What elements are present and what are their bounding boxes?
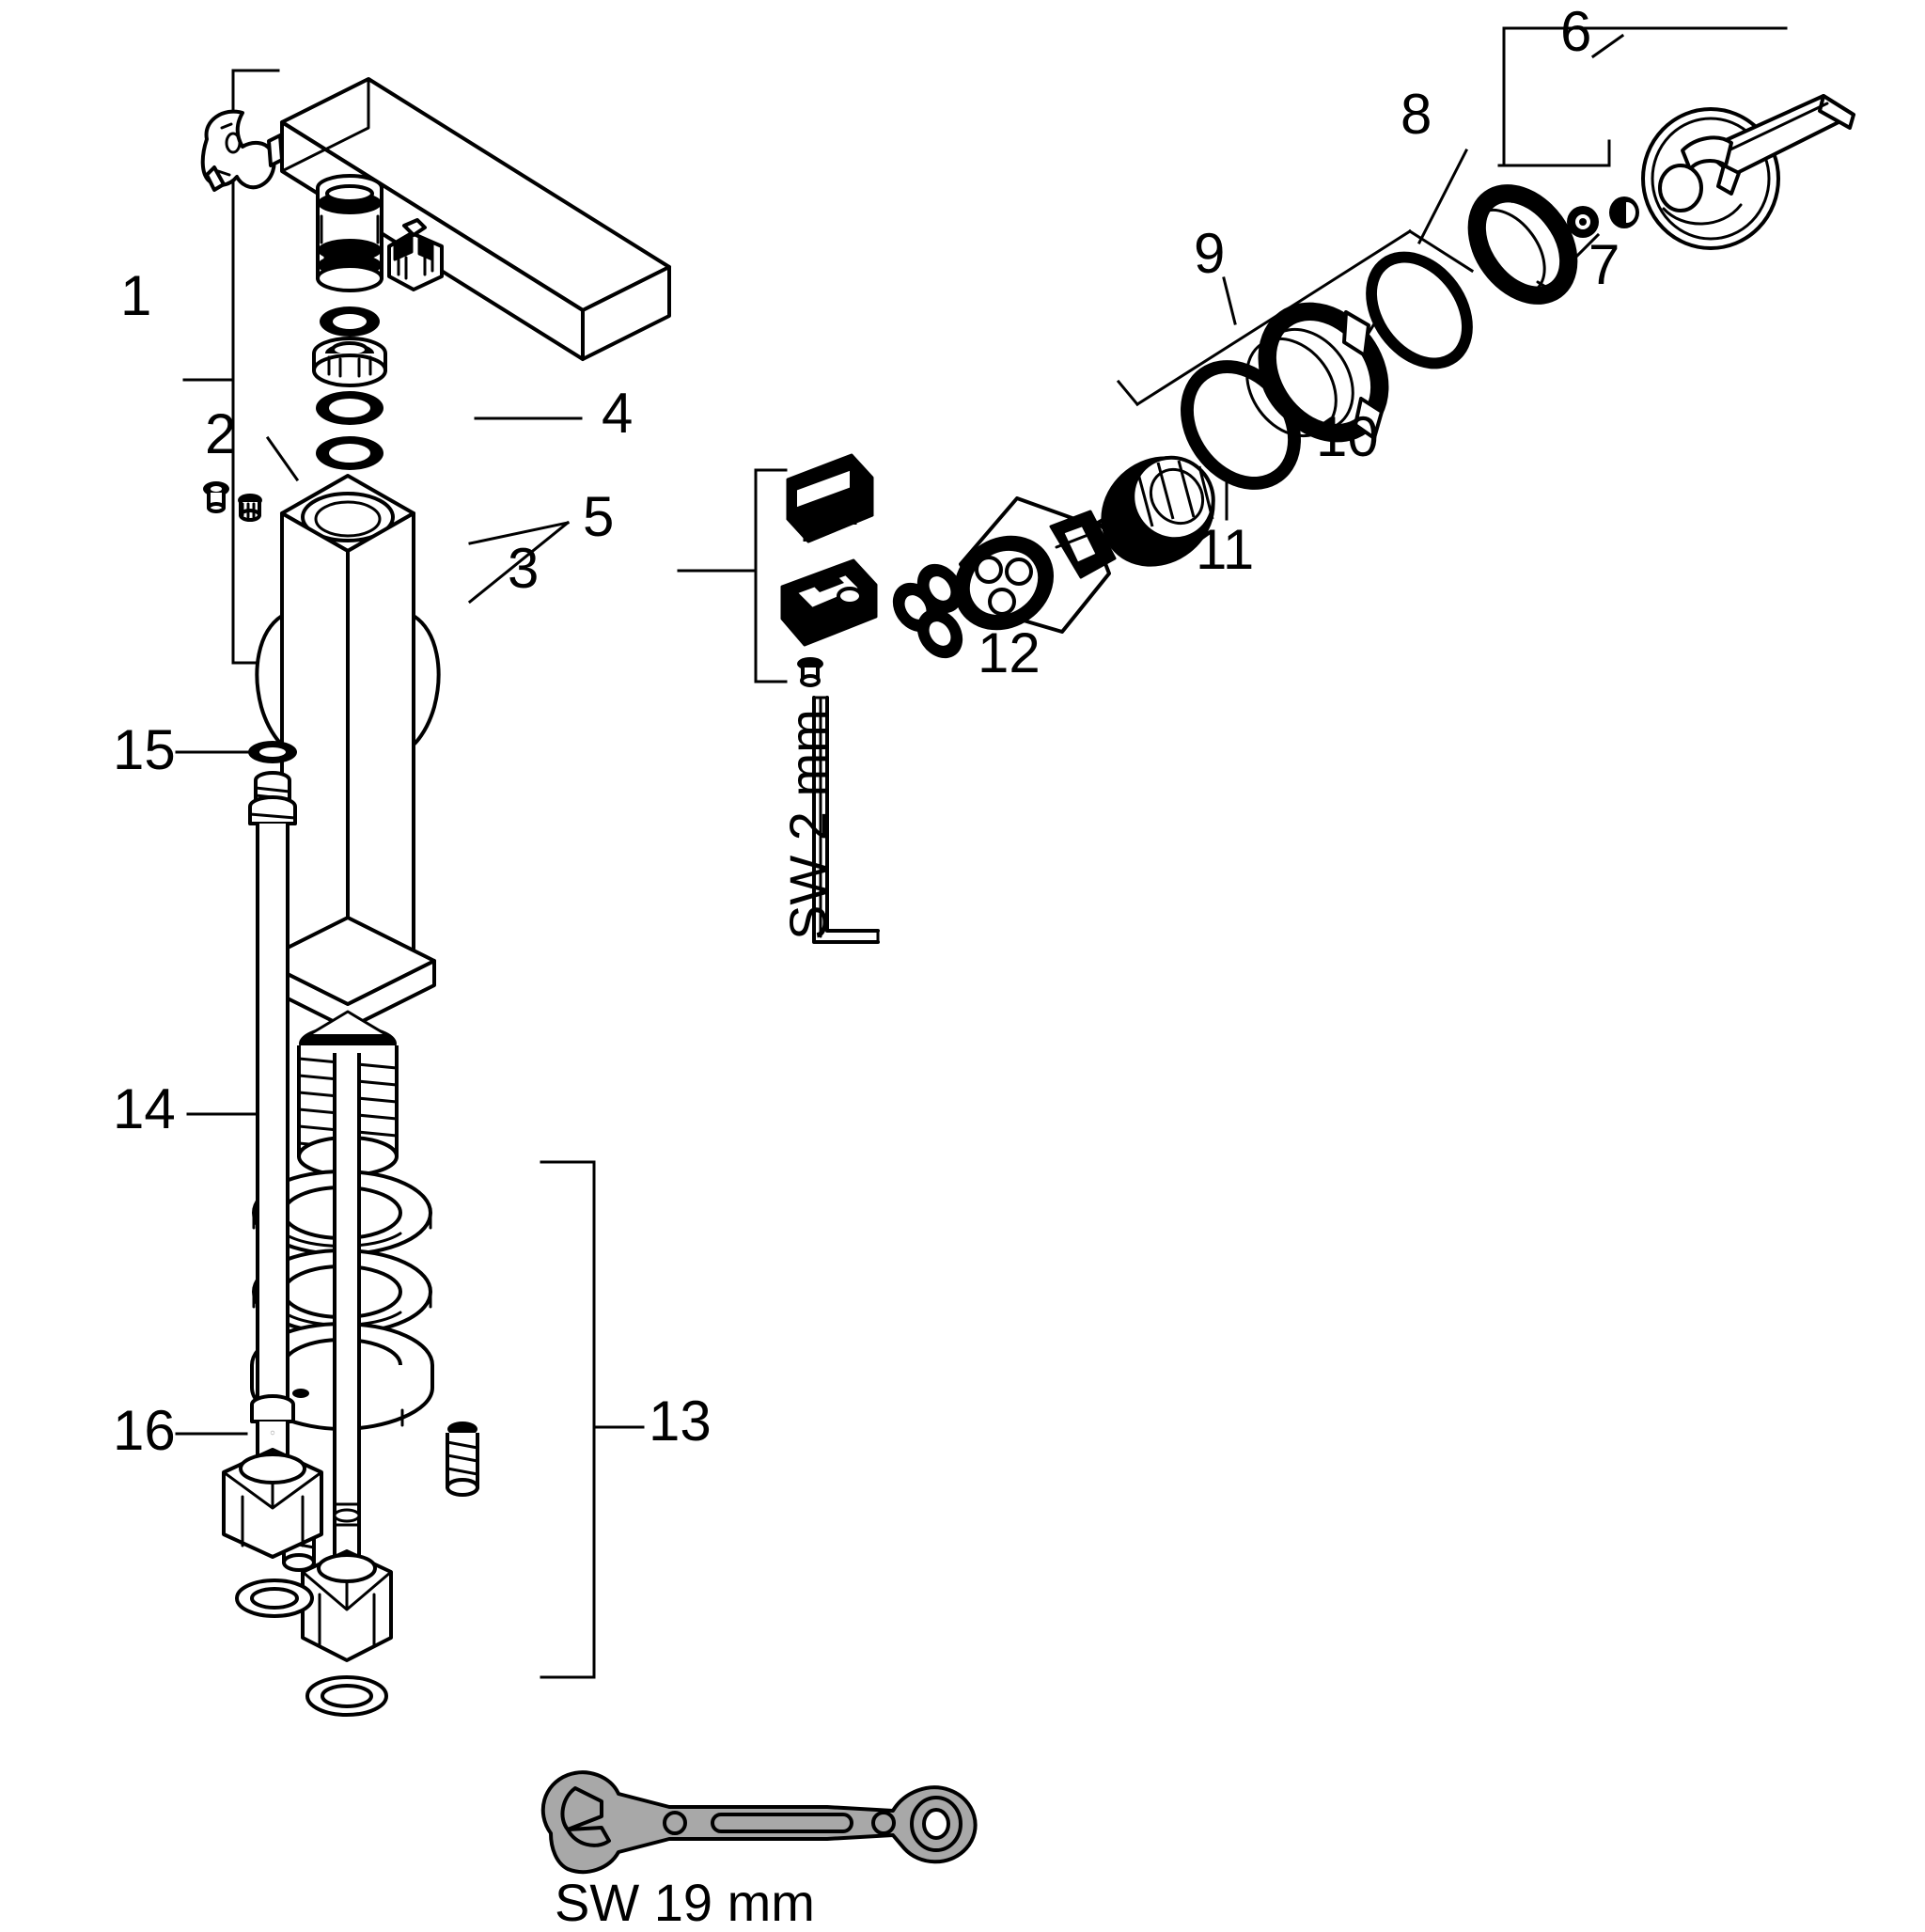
callout-7: 7 xyxy=(1589,237,1620,293)
part-oring-4 xyxy=(320,306,380,337)
leader-8 xyxy=(1419,150,1466,243)
callout-9: 9 xyxy=(1194,226,1225,282)
part-sleeve-ring xyxy=(1448,165,1599,324)
part-aerator-sleeve xyxy=(788,455,872,542)
callout-5: 5 xyxy=(583,489,614,545)
part-stud-screw-right xyxy=(447,1422,477,1495)
part-hex-nut-bottom xyxy=(303,1551,391,1660)
part-grub-screw xyxy=(203,481,229,511)
callout-3: 3 xyxy=(508,541,539,597)
part-oring-5a xyxy=(316,391,383,425)
leader-3 xyxy=(679,470,786,682)
callout-6: 6 xyxy=(1560,4,1591,60)
callout-12: 12 xyxy=(978,625,1041,682)
part-washer-bottom xyxy=(307,1677,386,1715)
leader-2 xyxy=(268,438,297,479)
part-threaded-bush xyxy=(314,338,385,385)
callout-2: 2 xyxy=(205,406,236,463)
part-tie-rod xyxy=(335,1053,359,1579)
wrench-tool xyxy=(543,1772,976,1872)
callout-14: 14 xyxy=(113,1081,176,1138)
callout-8: 8 xyxy=(1401,86,1432,143)
part-screw-cap xyxy=(1609,196,1639,228)
callout-4: 4 xyxy=(602,385,633,442)
part-aerator-mesh xyxy=(782,560,876,645)
hex-key-caption: SW 2 mm xyxy=(782,709,835,940)
wrench-caption: SW 19 mm xyxy=(555,1877,815,1929)
leader-13 xyxy=(541,1162,643,1677)
part-retaining-clip xyxy=(203,112,282,190)
part-oring-5b xyxy=(316,436,383,470)
callout-16: 16 xyxy=(113,1403,176,1459)
callout-11: 11 xyxy=(1196,522,1254,578)
callout-13: 13 xyxy=(649,1393,712,1450)
callout-1: 1 xyxy=(120,268,151,324)
part-spout-insert xyxy=(318,176,382,291)
callout-10: 10 xyxy=(1316,409,1379,465)
part-lever-handle xyxy=(1643,96,1854,248)
part-aerator-screw xyxy=(797,657,823,685)
part-grub-seal xyxy=(238,494,262,520)
callout-15: 15 xyxy=(113,722,176,778)
part-washer-16b xyxy=(237,1580,312,1616)
